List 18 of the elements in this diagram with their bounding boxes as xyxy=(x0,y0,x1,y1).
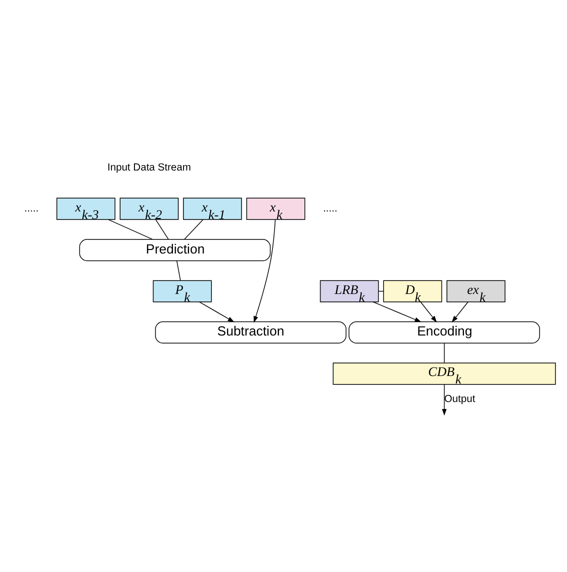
node-box: Encoding xyxy=(348,321,540,344)
connector xyxy=(184,219,204,240)
connector xyxy=(155,219,169,240)
node-box: Prediction xyxy=(79,239,271,262)
connector xyxy=(108,219,153,240)
arrow xyxy=(372,302,422,322)
arrow xyxy=(254,219,276,323)
connector xyxy=(176,260,181,281)
arrow xyxy=(442,384,447,416)
label: Input Data Stream xyxy=(107,162,191,174)
connector xyxy=(444,342,445,364)
node-box: Subtraction xyxy=(155,321,346,344)
arrow xyxy=(420,302,437,322)
label: ..... xyxy=(24,204,39,215)
arrow xyxy=(452,302,468,322)
edge-label: Output xyxy=(444,394,476,406)
label: ..... xyxy=(323,204,338,215)
arrow xyxy=(199,302,234,322)
